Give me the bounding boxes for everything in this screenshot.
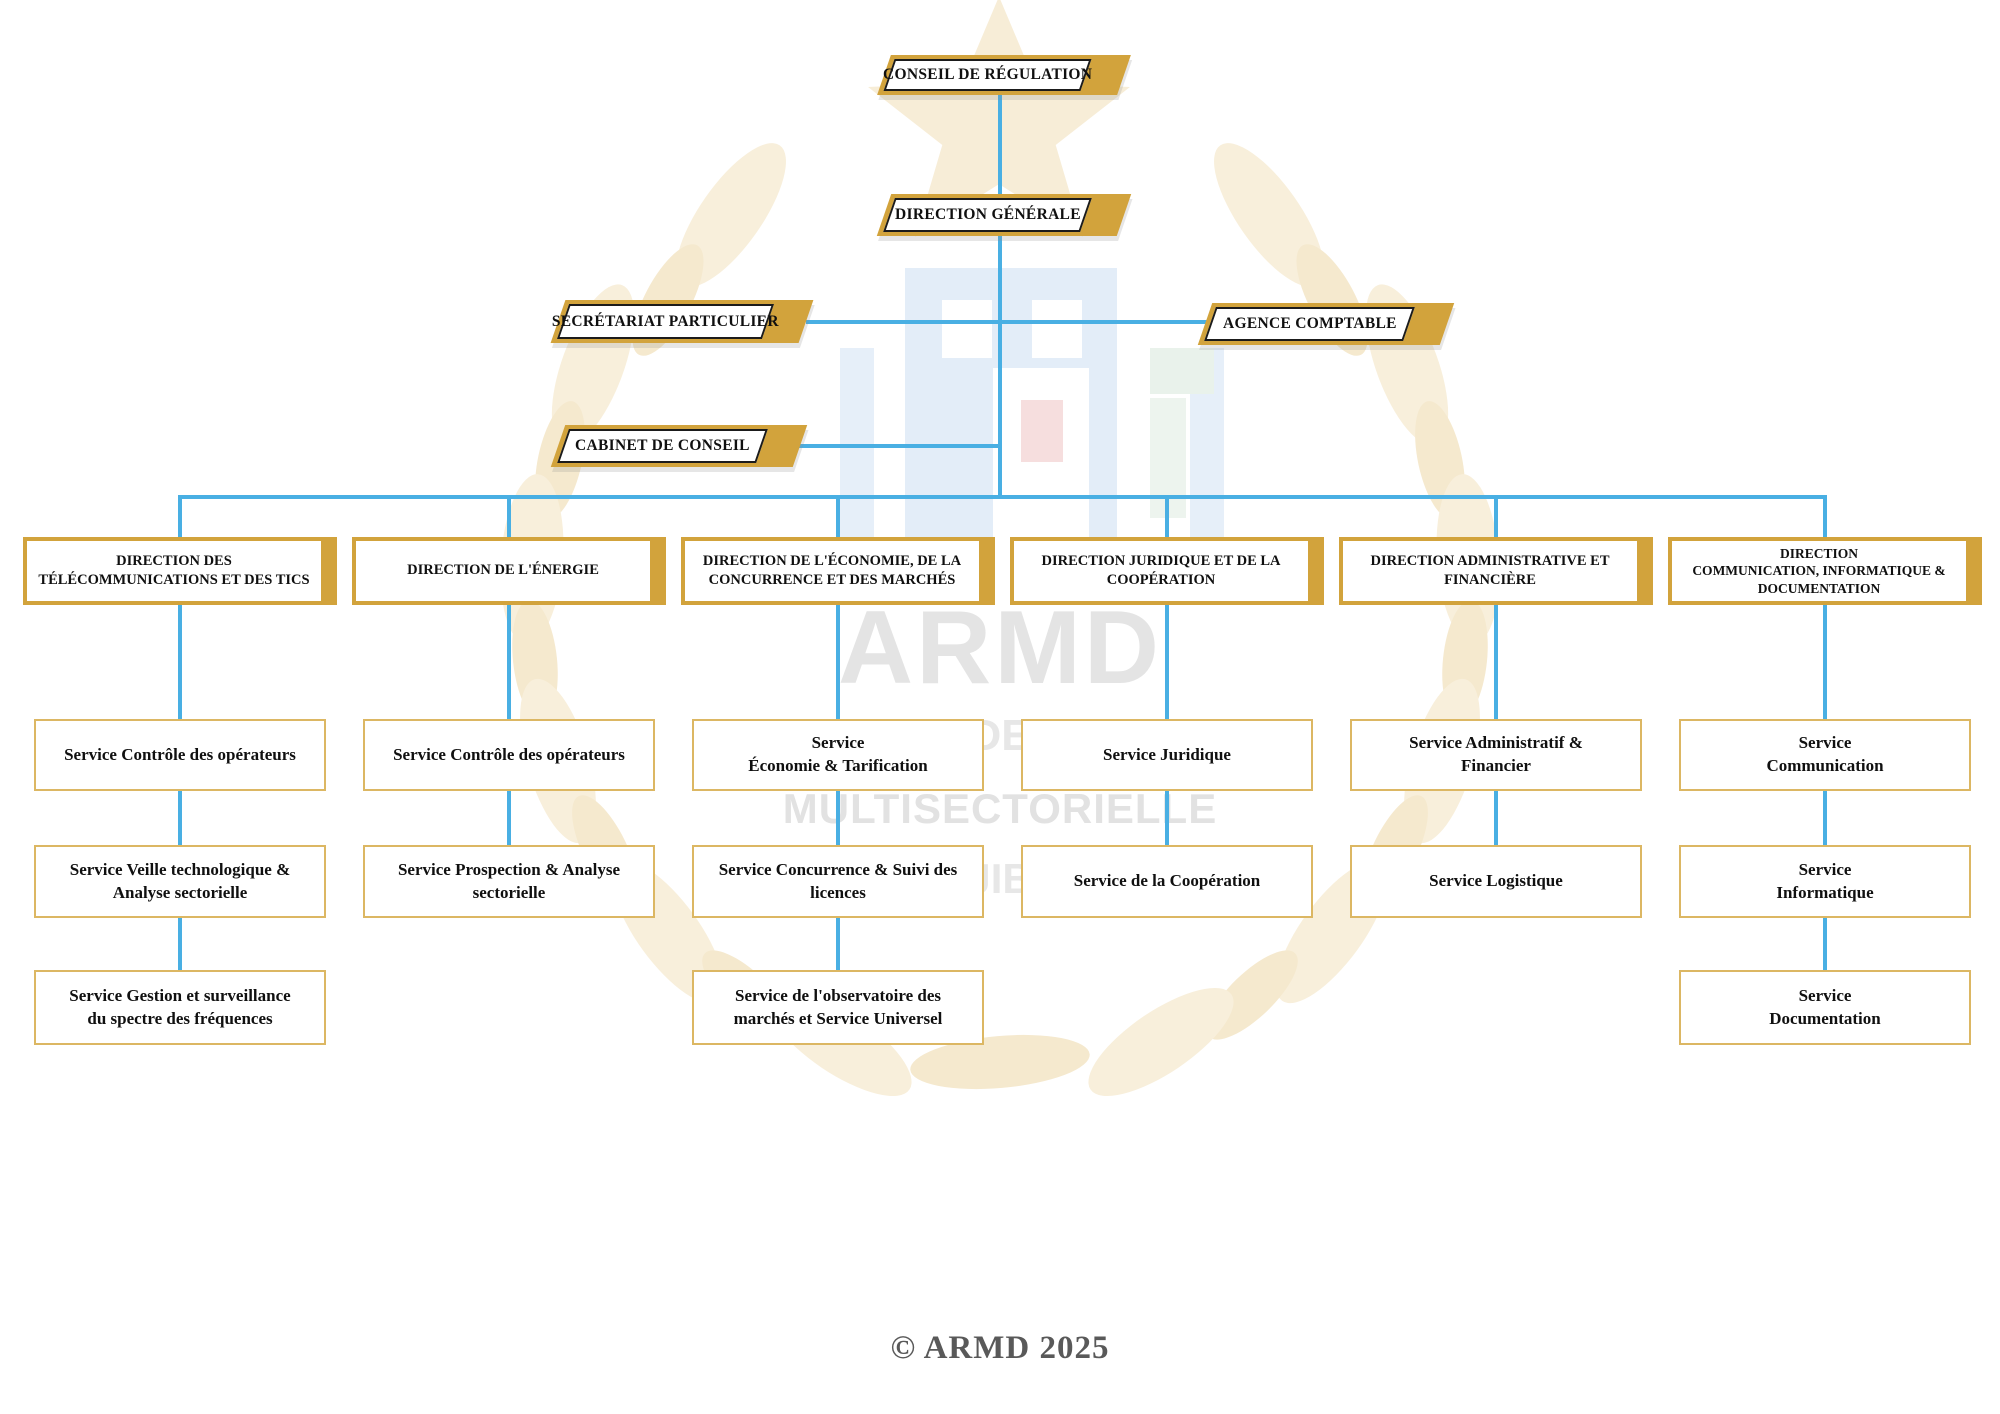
drop-col2 [507, 495, 511, 541]
link-col5-s2 [1494, 787, 1498, 849]
header-direction-administrative: DIRECTION ADMINISTRATIVE ET FINANCIÈRE [1339, 537, 1653, 605]
link-col6-s1 [1823, 601, 1827, 723]
drop-col3 [836, 495, 840, 541]
link-col4-s2 [1165, 787, 1169, 849]
service-gestion-spectre: Service Gestion et surveillance du spect… [34, 970, 326, 1045]
link-col1-s2 [178, 787, 182, 849]
drop-col6 [1823, 495, 1827, 541]
connector-trunk [998, 234, 1002, 499]
service-veille-technologique: Service Veille technologique & Analyse s… [34, 845, 326, 918]
conseil-label: CONSEIL DE RÉGULATION [882, 66, 1093, 83]
connector-cabinet [798, 444, 1000, 448]
link-col6-s3 [1823, 914, 1827, 974]
box-cabinet-inner: CABINET DE CONSEIL [557, 429, 768, 463]
box-cabinet-de-conseil: CABINET DE CONSEIL [550, 425, 808, 467]
link-col2-s1 [507, 601, 511, 723]
box-secretariat-particulier: SECRÉTARIAT PARTICULIER [550, 300, 814, 343]
building-icon [840, 268, 1224, 564]
cabinet-label: CABINET DE CONSEIL [575, 437, 750, 454]
link-col5-s1 [1494, 601, 1498, 723]
service-cooperation: Service de la Coopération [1021, 845, 1313, 918]
service-economie-tarification: Service Économie & Tarification [692, 719, 984, 791]
secretariat-label: SECRÉTARIAT PARTICULIER [552, 312, 779, 330]
connector-distribution-bar [178, 495, 1827, 499]
drop-col1 [178, 495, 182, 541]
box-conseil-de-regulation: CONSEIL DE RÉGULATION [877, 55, 1131, 95]
service-communication: Service Communication [1679, 719, 1971, 791]
service-administratif-financier: Service Administratif & Financier [1350, 719, 1642, 791]
service-observatoire-marches: Service de l'observatoire des marchés et… [692, 970, 984, 1045]
link-col6-s2 [1823, 787, 1827, 849]
watermark-armd-text: ARMD [838, 590, 1162, 706]
direction-generale-label: DIRECTION GÉNÉRALE [894, 206, 1081, 223]
connector-conseil-dg [998, 95, 1002, 196]
connector-secretariat-agence [806, 320, 1207, 324]
copyright-text: © ARMD 2025 [890, 1330, 1110, 1366]
agence-label: AGENCE COMPTABLE [1222, 315, 1397, 332]
link-col1-s3 [178, 914, 182, 974]
link-col4-s1 [1165, 601, 1169, 723]
service-logistique: Service Logistique [1350, 845, 1642, 918]
building-red-square [1021, 400, 1063, 462]
service-concurrence-licences: Service Concurrence & Suivi des licences [692, 845, 984, 918]
box-direction-generale: DIRECTION GÉNÉRALE [876, 194, 1132, 236]
drop-col5 [1494, 495, 1498, 541]
box-conseil-inner: CONSEIL DE RÉGULATION [882, 59, 1093, 91]
link-col3-s2 [836, 787, 840, 849]
service-juridique: Service Juridique [1021, 719, 1313, 791]
service-prospection-analyse: Service Prospection & Analyse sectoriell… [363, 845, 655, 918]
link-col2-s2 [507, 787, 511, 849]
service-informatique: Service Informatique [1679, 845, 1971, 918]
box-dg-inner: DIRECTION GÉNÉRALE [883, 198, 1092, 232]
link-col3-s1 [836, 601, 840, 723]
link-col3-s3 [836, 914, 840, 974]
header-direction-telecoms: DIRECTION DES TÉLÉCOMMUNICATIONS ET DES … [23, 537, 337, 605]
drop-col4 [1165, 495, 1169, 541]
header-direction-energie: DIRECTION DE L'ÉNERGIE [352, 537, 666, 605]
link-col1-s1 [178, 601, 182, 723]
service-controle-operateurs-telecom: Service Contrôle des opérateurs [34, 719, 326, 791]
box-secretariat-inner: SECRÉTARIAT PARTICULIER [552, 304, 779, 339]
service-documentation: Service Documentation [1679, 970, 1971, 1045]
header-direction-juridique: DIRECTION JURIDIQUE ET DE LA COOPÉRATION [1010, 537, 1324, 605]
watermark-multisectorielle-text: MULTISECTORIELLE [782, 785, 1218, 832]
service-controle-operateurs-energie: Service Contrôle des opérateurs [363, 719, 655, 791]
box-agence-comptable: AGENCE COMPTABLE [1197, 303, 1455, 345]
header-direction-economie: DIRECTION DE L'ÉCONOMIE, DE LA CONCURREN… [681, 537, 995, 605]
header-direction-communication: DIRECTION COMMUNICATION, INFORMATIQUE & … [1668, 537, 1982, 605]
box-agence-inner: AGENCE COMPTABLE [1204, 307, 1415, 341]
